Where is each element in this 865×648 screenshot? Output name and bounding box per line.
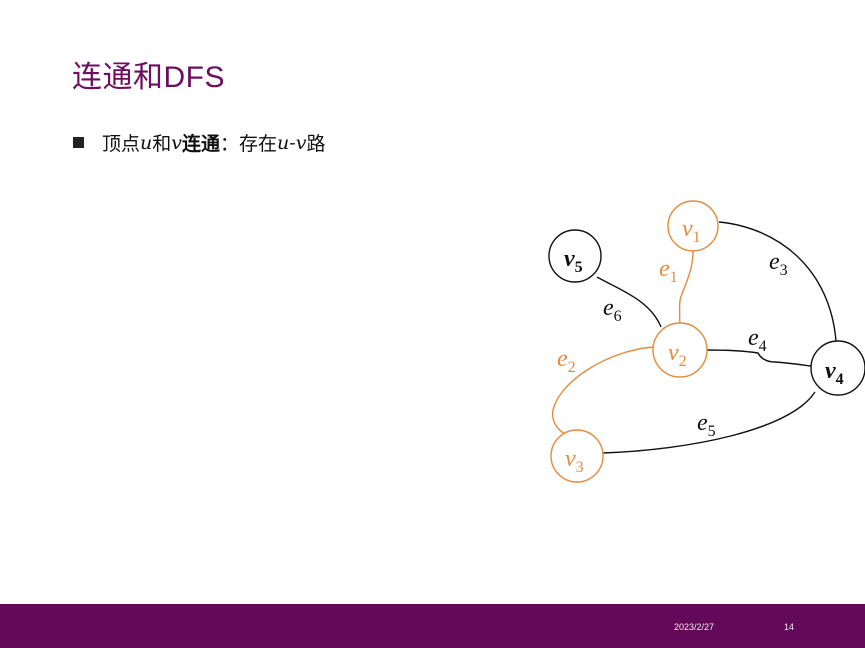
bullet-var-v: v <box>171 131 183 154</box>
node-v5-label: v5 <box>564 246 583 276</box>
edge-e5 <box>601 391 816 454</box>
title-prefix: 连通和 <box>72 60 164 95</box>
bullet-text-2: 和 <box>152 133 172 155</box>
edge-e2 <box>551 346 655 435</box>
edge-e4-label: e4 <box>748 325 767 355</box>
edge-e6-label: e6 <box>603 295 622 325</box>
edge-e1-label: e1 <box>659 256 678 286</box>
node-v3-label: v3 <box>565 446 584 476</box>
bullet-item: 顶点 u 和 v 连通 ：存在 u-v 路 <box>73 129 325 156</box>
node-v3: v3 <box>550 429 604 483</box>
node-v4: v4 <box>810 340 865 396</box>
graph-diagram: v1 v2 v3 v4 v5 e1 e2 e3 e4 e5 e6 <box>548 200 865 483</box>
node-v4-label: v4 <box>825 358 844 388</box>
bullet-text-3: ：存在 <box>220 133 278 155</box>
edge-e3 <box>718 221 837 342</box>
edge-e5-label: e5 <box>697 410 716 440</box>
bullet-text-1: 顶点 <box>102 133 141 155</box>
edge-e4 <box>706 349 812 367</box>
edge-e3-label: e3 <box>769 249 788 279</box>
slide-title: 连通和DFS <box>72 52 225 96</box>
node-v1-label: v1 <box>682 216 701 246</box>
footer-page-number: 14 <box>784 622 795 632</box>
node-v2: v2 <box>652 322 708 378</box>
node-v2-label: v2 <box>668 340 687 370</box>
node-v1: v1 <box>667 200 719 252</box>
edge-e2-label: e2 <box>557 346 576 376</box>
bullet-bold-term: 连通 <box>182 133 221 155</box>
edge-e6 <box>596 276 662 328</box>
bullet-text-4: 路 <box>306 133 326 155</box>
edge-e1 <box>678 250 694 331</box>
bullet-square-icon <box>73 137 84 148</box>
footer-bar <box>0 604 865 648</box>
title-suffix: DFS <box>163 61 225 94</box>
footer-date: 2023/2/27 <box>674 622 715 632</box>
bullet-var-u: u <box>140 131 153 154</box>
node-v5: v5 <box>548 229 602 283</box>
bullet-path-uv: u-v <box>277 131 307 154</box>
